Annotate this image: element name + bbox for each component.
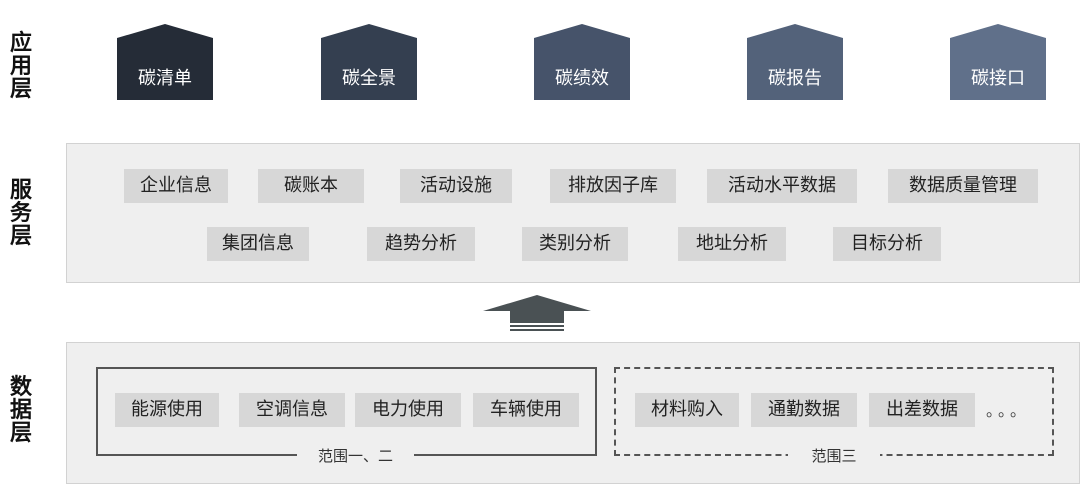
service-layer-panel (66, 143, 1080, 283)
service-item: 集团信息 (207, 227, 309, 261)
data-item: 能源使用 (115, 393, 219, 427)
app-block-carbon-inventory: 碳清单 (117, 24, 213, 100)
service-item: 企业信息 (124, 169, 228, 203)
up-arrow-icon (483, 295, 591, 331)
service-item: 趋势分析 (367, 227, 475, 261)
app-block-carbon-panorama: 碳全景 (321, 24, 417, 100)
service-item: 活动水平数据 (707, 169, 857, 203)
app-block-label: 碳全景 (342, 68, 396, 89)
service-item: 地址分析 (678, 227, 786, 261)
app-block-carbon-performance: 碳绩效 (534, 24, 630, 100)
service-layer-label: 服 务 层 (9, 178, 32, 249)
app-block-label: 碳报告 (768, 68, 822, 89)
application-layer-label: 应 用 层 (9, 31, 32, 102)
house-shape (534, 24, 630, 100)
service-item: 排放因子库 (550, 169, 676, 203)
data-item: 材料购入 (635, 393, 739, 427)
app-block-label: 碳绩效 (555, 68, 609, 89)
app-block-label: 碳接口 (971, 68, 1025, 89)
scope-3-caption: 范围三 (788, 447, 880, 465)
house-shape (117, 24, 213, 100)
service-item: 目标分析 (833, 227, 941, 261)
more-items-ellipsis: 。。。 (986, 401, 1031, 420)
scope-1-2-caption: 范围一、二 (297, 447, 414, 465)
data-layer-label: 数 据 层 (9, 375, 32, 446)
data-item: 车辆使用 (473, 393, 579, 427)
house-shape (950, 24, 1046, 100)
house-shape (321, 24, 417, 100)
data-item: 电力使用 (355, 393, 461, 427)
service-item: 数据质量管理 (888, 169, 1038, 203)
service-item: 活动设施 (400, 169, 512, 203)
app-block-label: 碳清单 (138, 68, 192, 89)
data-item: 出差数据 (869, 393, 975, 427)
data-item: 通勤数据 (751, 393, 857, 427)
house-shape (747, 24, 843, 100)
app-block-carbon-interface: 碳接口 (950, 24, 1046, 100)
data-item: 空调信息 (239, 393, 345, 427)
service-item: 类别分析 (522, 227, 628, 261)
service-item: 碳账本 (258, 169, 364, 203)
app-block-carbon-report: 碳报告 (747, 24, 843, 100)
